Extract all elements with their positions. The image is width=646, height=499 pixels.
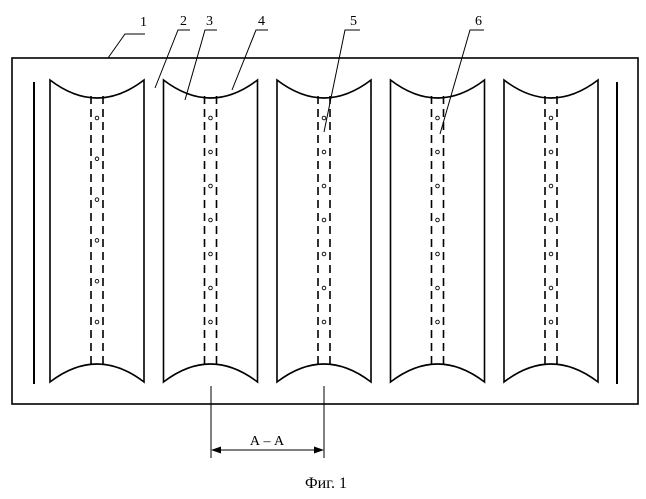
hole bbox=[95, 198, 99, 202]
hole bbox=[549, 184, 553, 188]
callout-6: 6 bbox=[475, 14, 482, 29]
hole bbox=[436, 184, 440, 188]
figure-caption: Фиг. 1 bbox=[305, 475, 347, 492]
hole bbox=[322, 218, 326, 222]
hole bbox=[95, 279, 99, 283]
panel-4 bbox=[391, 80, 485, 382]
hole bbox=[436, 116, 440, 120]
callout-3: 3 bbox=[206, 14, 213, 29]
callout-4: 4 bbox=[258, 14, 265, 29]
hole bbox=[549, 252, 553, 256]
panel-2 bbox=[164, 80, 258, 382]
leader-4 bbox=[232, 30, 268, 90]
callout-1: 1 bbox=[140, 15, 147, 30]
panel-outline bbox=[164, 80, 258, 382]
arrow-left bbox=[211, 447, 221, 454]
hole bbox=[209, 252, 213, 256]
hole bbox=[436, 252, 440, 256]
hole bbox=[549, 286, 553, 290]
outer-frame bbox=[12, 58, 638, 404]
leader-1 bbox=[108, 34, 145, 58]
panel-outline bbox=[277, 80, 371, 382]
hole bbox=[95, 320, 99, 324]
hole bbox=[95, 239, 99, 243]
hole bbox=[549, 218, 553, 222]
callout-5: 5 bbox=[350, 14, 357, 29]
hole bbox=[209, 150, 213, 154]
leader-6 bbox=[440, 30, 484, 134]
leader-2 bbox=[155, 30, 190, 88]
hole bbox=[436, 320, 440, 324]
section-label: А – А bbox=[250, 434, 285, 449]
hole bbox=[322, 184, 326, 188]
hole bbox=[436, 218, 440, 222]
hole bbox=[322, 150, 326, 154]
panel-5 bbox=[504, 80, 598, 382]
hole bbox=[322, 286, 326, 290]
hole bbox=[549, 150, 553, 154]
hole bbox=[549, 320, 553, 324]
hole bbox=[549, 116, 553, 120]
hole bbox=[209, 184, 213, 188]
panel-group bbox=[50, 80, 598, 382]
hole bbox=[436, 150, 440, 154]
panel-outline bbox=[504, 80, 598, 382]
hole bbox=[209, 116, 213, 120]
panel-1 bbox=[50, 80, 144, 382]
panel-outline bbox=[391, 80, 485, 382]
hole bbox=[95, 116, 99, 120]
callout-2: 2 bbox=[180, 14, 187, 29]
hole bbox=[436, 286, 440, 290]
panel-3 bbox=[277, 80, 371, 382]
hole bbox=[209, 218, 213, 222]
hole bbox=[95, 157, 99, 161]
hole bbox=[209, 286, 213, 290]
leader-3 bbox=[185, 30, 217, 100]
panel-outline bbox=[50, 80, 144, 382]
callout-leaders bbox=[108, 30, 484, 134]
arrow-right bbox=[314, 447, 324, 454]
hole bbox=[209, 320, 213, 324]
hole bbox=[322, 252, 326, 256]
hole bbox=[322, 116, 326, 120]
hole bbox=[322, 320, 326, 324]
